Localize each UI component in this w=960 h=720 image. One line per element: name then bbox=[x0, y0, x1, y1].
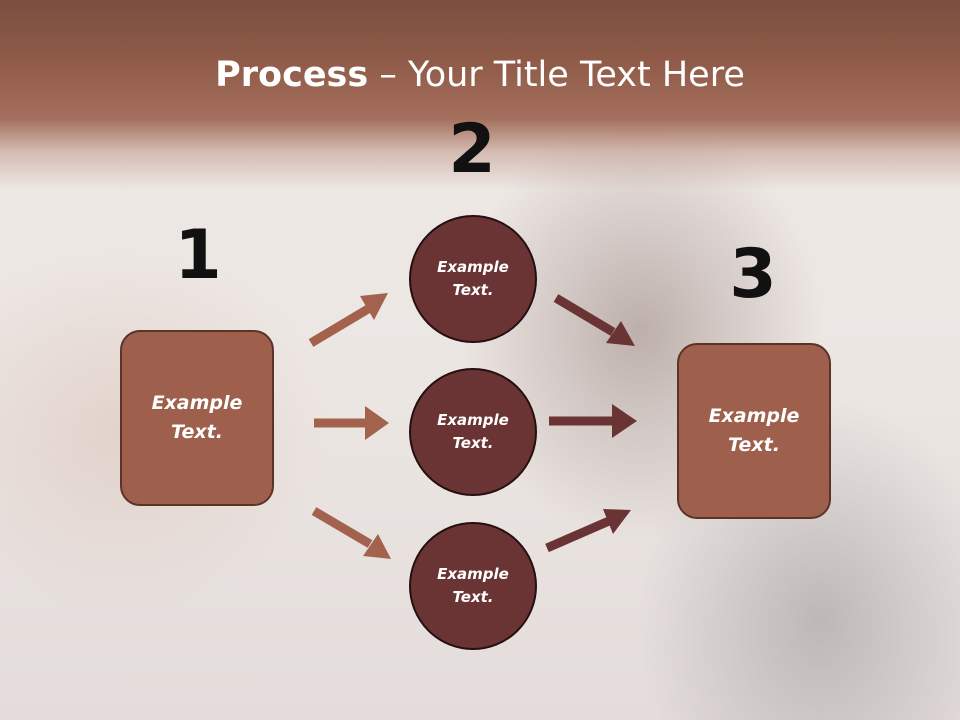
process-circle-middle: Example Text. bbox=[409, 368, 537, 496]
step-number-3: 3 bbox=[729, 235, 777, 314]
arrow-left-to-middle bbox=[314, 406, 389, 440]
title-rest: – Your Title Text Here bbox=[368, 55, 745, 95]
step-number-1: 1 bbox=[174, 216, 222, 295]
arrow-top-to-right bbox=[553, 294, 635, 346]
process-box-right: Example Text. bbox=[677, 343, 831, 519]
title-bold: Process bbox=[215, 55, 369, 95]
arrow-bottom-to-right bbox=[545, 509, 631, 553]
title-banner bbox=[0, 0, 960, 190]
process-circle-bottom: Example Text. bbox=[409, 522, 537, 650]
process-circle-top: Example Text. bbox=[409, 215, 537, 343]
step-number-2: 2 bbox=[448, 110, 496, 189]
process-box-left: Example Text. bbox=[120, 330, 274, 506]
arrow-middle-to-right bbox=[549, 404, 637, 438]
arrow-left-to-bottom bbox=[311, 507, 391, 559]
arrow-left-to-top bbox=[308, 293, 388, 347]
slide-title: Process – Your Title Text Here bbox=[0, 52, 960, 98]
